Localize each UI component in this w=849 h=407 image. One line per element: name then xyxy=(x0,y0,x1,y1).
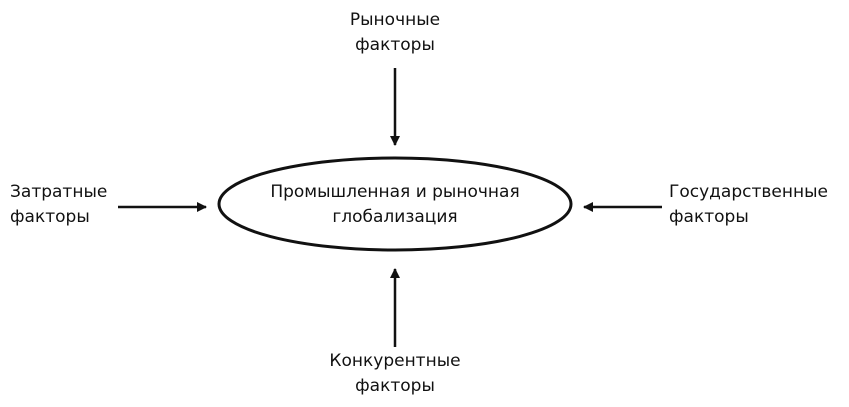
government-factors-line1: Государственные xyxy=(669,182,828,202)
center-label-line1: Промышленная и рыночная xyxy=(270,182,520,202)
competitive-factors-line1: Конкурентные xyxy=(329,351,461,371)
government-factors-label: Государственные факторы xyxy=(669,180,828,230)
market-factors-line2: факторы xyxy=(355,35,435,55)
competitive-factors-line2: факторы xyxy=(355,376,435,396)
competitive-factors-label: Конкурентные факторы xyxy=(295,349,495,399)
cost-factors-line2: факторы xyxy=(10,207,90,227)
center-ellipse xyxy=(217,156,573,252)
center-label: Промышленная и рыночная глобализация xyxy=(219,180,571,230)
market-factors-label: Рыночные факторы xyxy=(300,8,490,58)
cost-factors-line1: Затратные xyxy=(10,182,108,202)
government-factors-line2: факторы xyxy=(669,207,749,227)
market-factors-line1: Рыночные xyxy=(349,10,441,30)
center-label-line2: глобализация xyxy=(332,207,458,227)
cost-factors-label: Затратные факторы xyxy=(10,180,107,230)
